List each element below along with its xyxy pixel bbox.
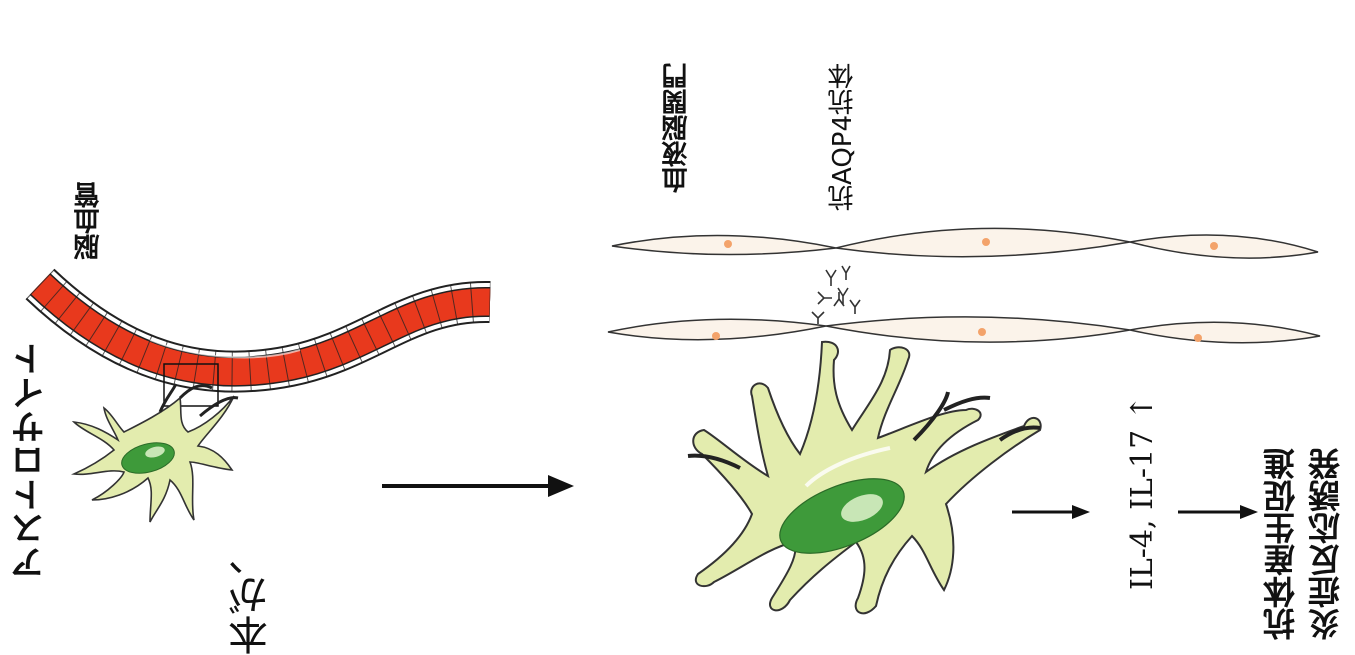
main-arrow xyxy=(382,475,574,497)
arrow-to-cytokines xyxy=(1012,505,1090,519)
cerebral-blood-vessel xyxy=(40,284,490,372)
endothelial-cells-bottom-row xyxy=(608,317,1320,343)
large-astrocyte xyxy=(688,342,1041,614)
small-astrocyte xyxy=(74,384,238,522)
arrow-to-effects xyxy=(1178,505,1258,519)
endothelial-cells-top-row xyxy=(612,228,1318,258)
aqp4-antibody-icons xyxy=(812,266,860,324)
